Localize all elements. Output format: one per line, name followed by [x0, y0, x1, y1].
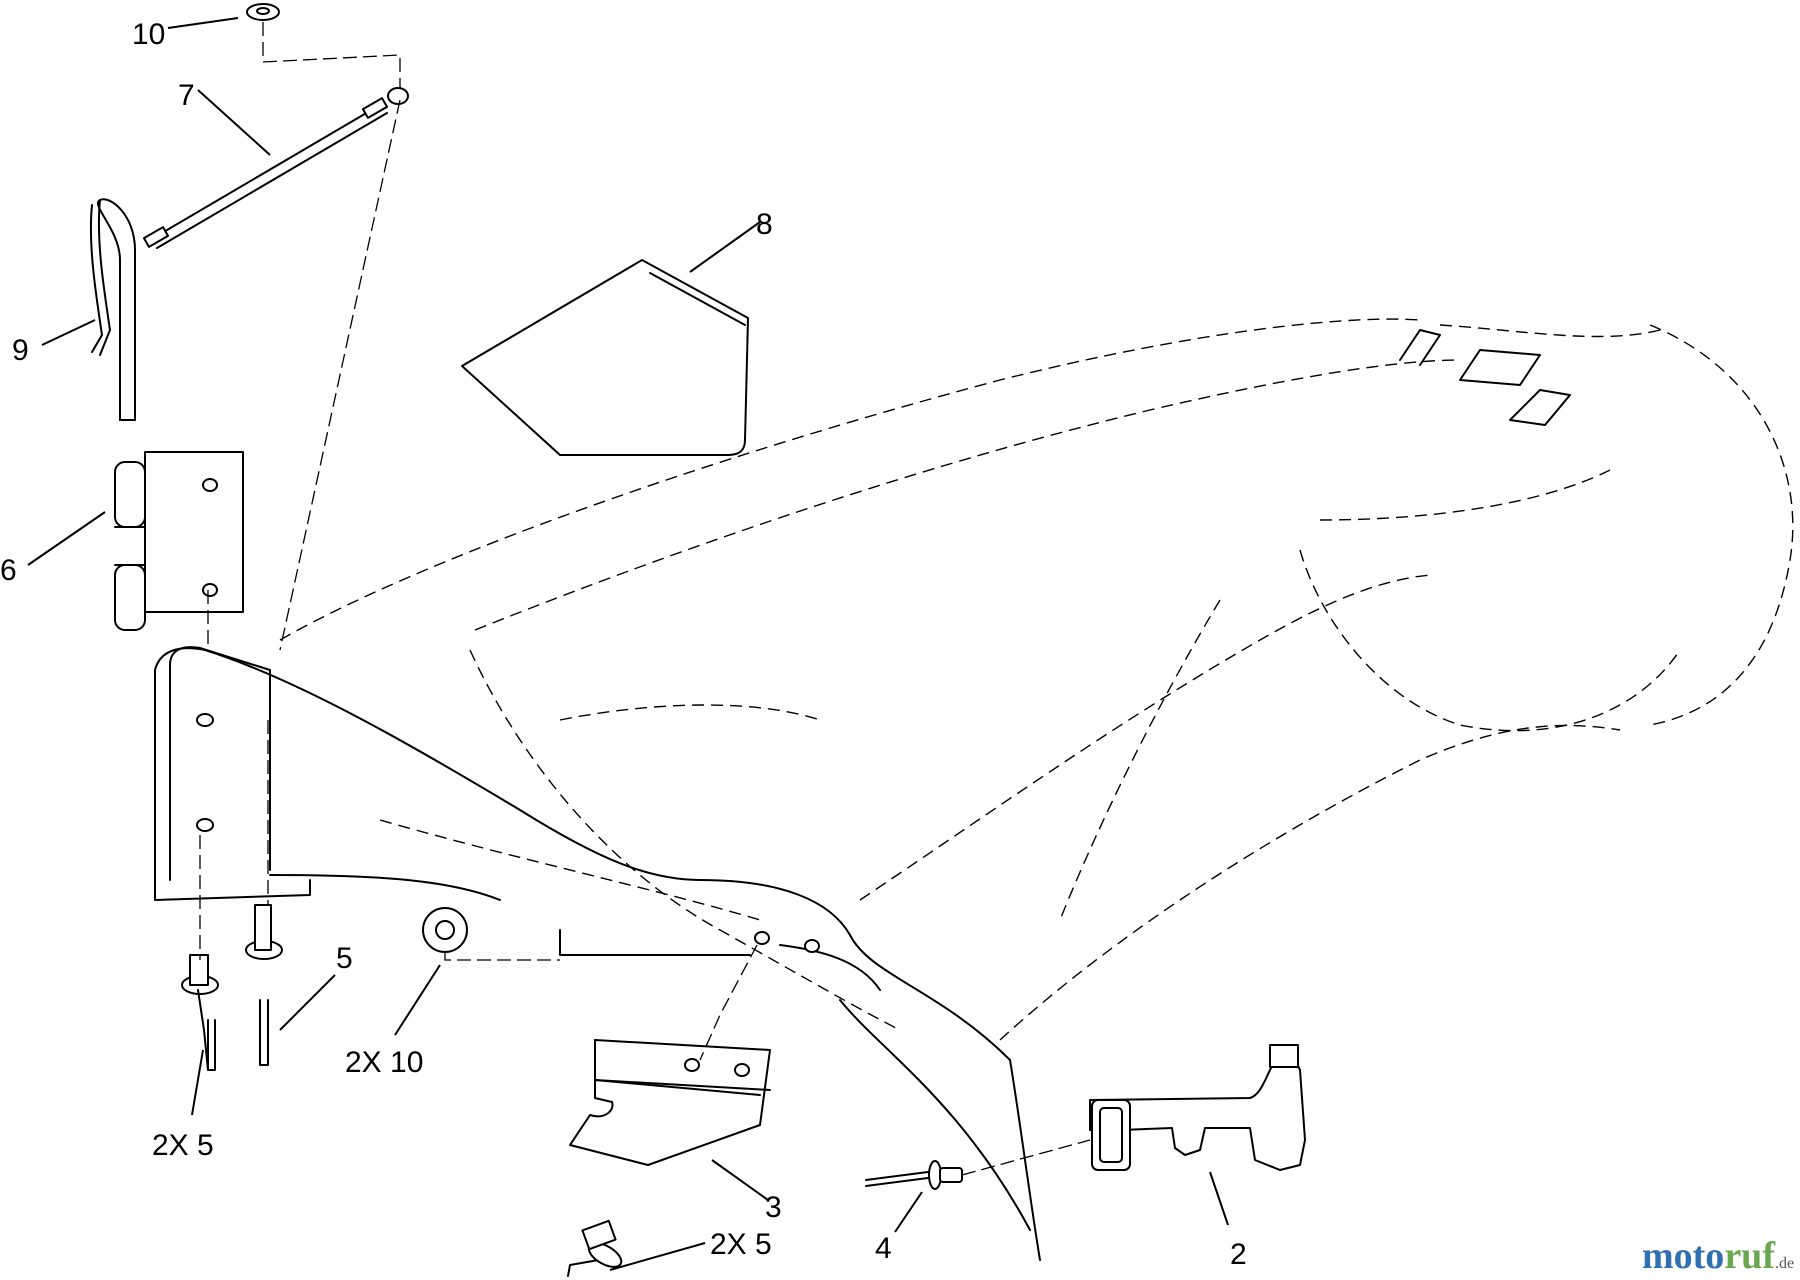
- callout-2: 2: [1230, 1238, 1247, 1271]
- callout-2x5-left: 2X 5: [152, 1129, 214, 1162]
- callout-7: 7: [178, 79, 195, 112]
- chute-body: [154, 329, 1571, 1261]
- hinge-part: [114, 451, 244, 631]
- callout-labels: 10 7 9 8 6 5 2X 10 2X 5 3 2X 5 4 2: [0, 18, 1247, 1271]
- callout-9: 9: [12, 334, 29, 367]
- callout-4: 4: [875, 1232, 892, 1265]
- watermark-logo: motoruf.de: [1642, 1235, 1794, 1277]
- rivet-parts: [181, 904, 623, 1277]
- decal-plate-part: [461, 259, 749, 456]
- washer-part-lower: [422, 907, 468, 953]
- hitch-pin-part: [89, 198, 136, 421]
- callout-6: 6: [0, 554, 17, 587]
- svg-text:motoruf.de: motoruf.de: [1642, 1235, 1794, 1277]
- discharge-chute-outline: [279, 318, 1794, 1041]
- discharge-latch-part: [1089, 1044, 1306, 1171]
- callout-5: 5: [336, 942, 353, 975]
- washer-part: [246, 3, 280, 21]
- callout-8: 8: [756, 208, 773, 241]
- watermark-ruf: ruf: [1724, 1235, 1776, 1277]
- watermark-suffix: .de: [1775, 1255, 1794, 1272]
- bracket-part: [569, 1039, 771, 1166]
- lanyard-cable-part: [142, 87, 409, 249]
- assembly-lines: [199, 22, 1091, 1176]
- callout-2x10: 2X 10: [345, 1046, 423, 1079]
- callout-10-top: 10: [132, 18, 165, 51]
- callout-2x5-bottom: 2X 5: [710, 1228, 772, 1261]
- watermark-moto: moto: [1642, 1235, 1724, 1277]
- callout-3: 3: [765, 1191, 782, 1224]
- leader-lines: [27, 17, 1229, 1271]
- rivet-pin-part: [865, 1160, 963, 1190]
